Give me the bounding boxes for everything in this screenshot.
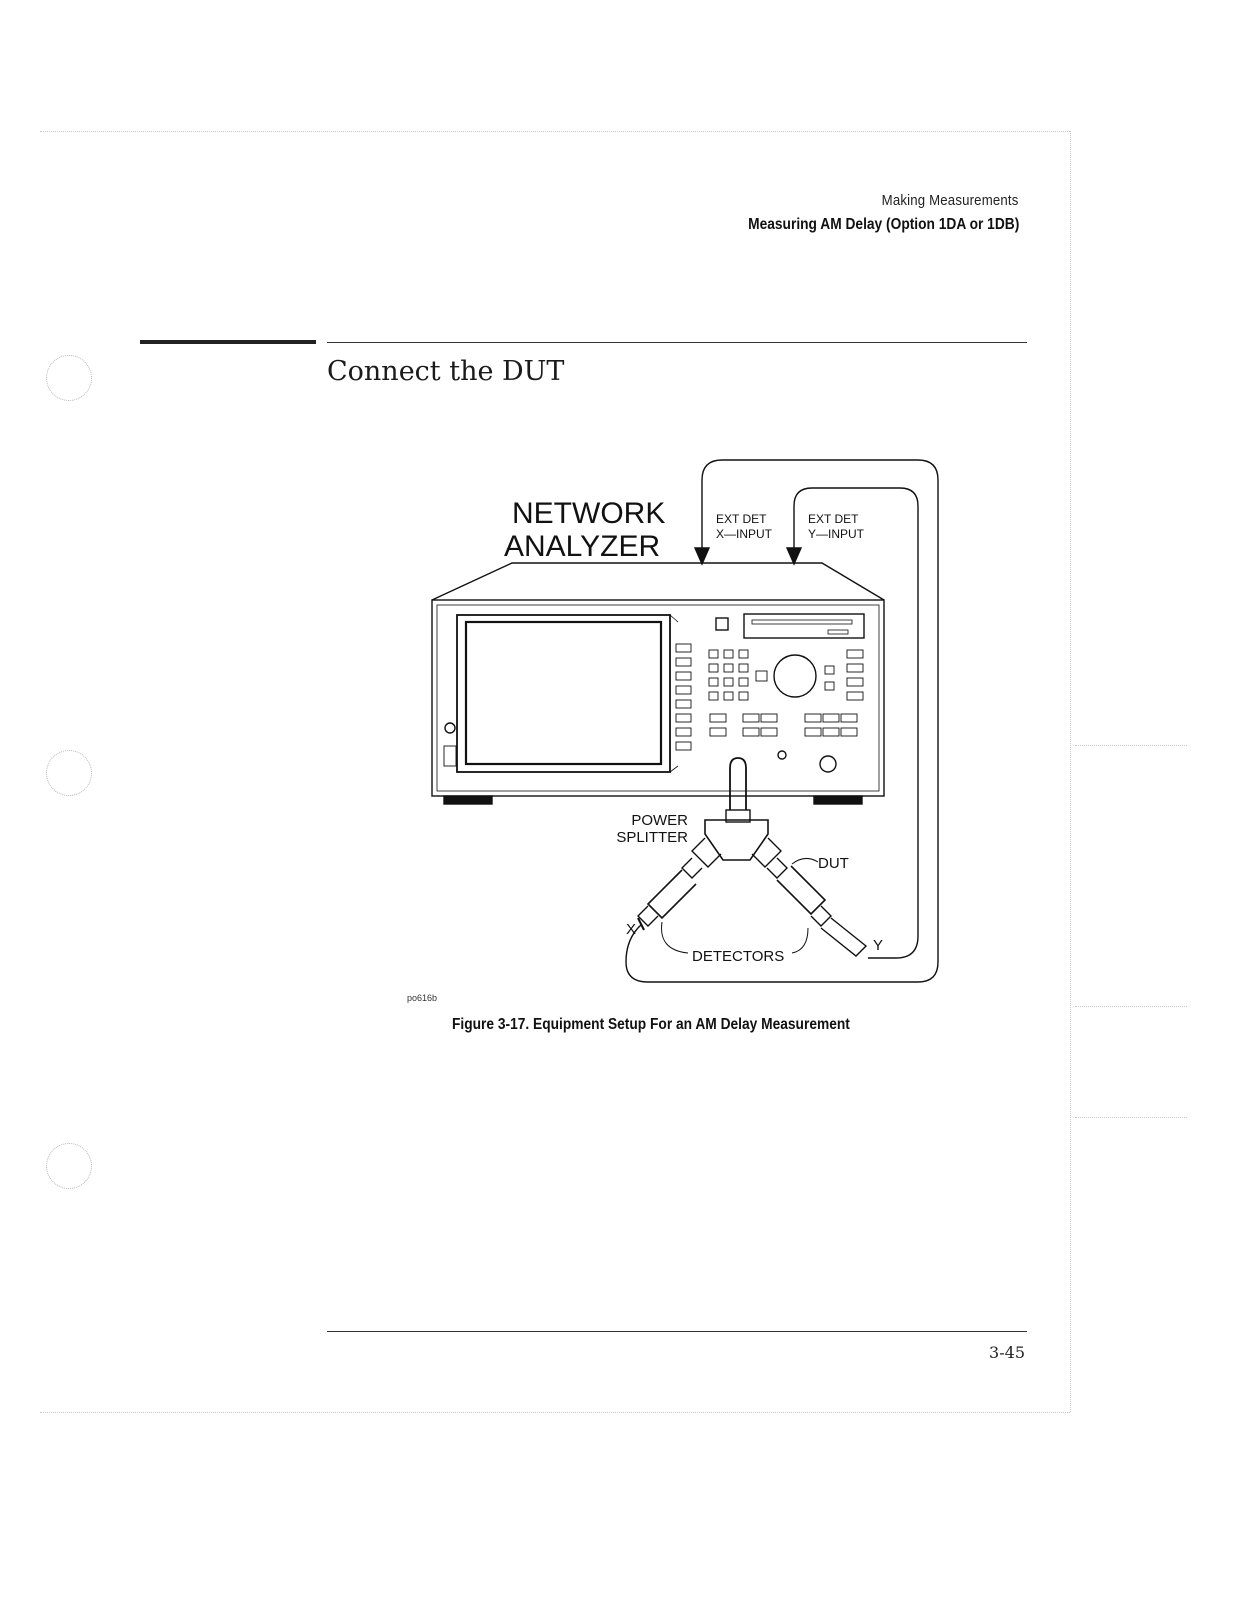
network-analyzer-label: NETWORK <box>512 497 665 530</box>
binder-hole <box>46 750 92 796</box>
heading-rule <box>327 342 1027 343</box>
binder-hole <box>46 355 92 401</box>
page-outline-bottom <box>40 1412 1070 1413</box>
page-number: 3-45 <box>989 1343 1025 1362</box>
port-connector <box>777 750 787 760</box>
right-key-groups <box>709 649 864 737</box>
detectors-pointer-right <box>791 927 809 954</box>
power-indicator <box>444 722 456 734</box>
footer-rule <box>327 1331 1027 1332</box>
softkey-column <box>675 643 692 751</box>
detectors-label: DETECTORS <box>692 948 784 965</box>
detectors-pointer-left <box>661 921 689 954</box>
scan-mark <box>1075 745 1187 746</box>
x-input-label: EXT DET <box>716 512 767 526</box>
network-analyzer-label: ANALYZER <box>504 530 660 563</box>
disk-slot <box>443 745 457 767</box>
power-splitter-label: POWER <box>631 812 688 829</box>
power-splitter-label: SPLITTER <box>616 829 688 846</box>
cable-x <box>625 459 939 983</box>
rf-output-cable <box>729 757 747 810</box>
analyzer-top-panel <box>431 562 885 601</box>
dut-label: DUT <box>818 855 849 872</box>
section-title: Connect the DUT <box>327 356 565 387</box>
running-header-section: Making Measurements <box>882 192 1019 209</box>
power-splitter <box>704 819 769 861</box>
arrow-y-input <box>785 547 803 566</box>
disk-drive <box>743 613 865 639</box>
line-button <box>715 617 729 631</box>
y-input-label: Y—INPUT <box>808 527 865 541</box>
analyzer-display <box>456 614 671 773</box>
analyzer-front-panel <box>431 599 885 797</box>
page-outline-top <box>40 131 1070 132</box>
port-connector <box>819 755 837 773</box>
dut-pointer <box>791 858 819 865</box>
cable-y <box>793 487 919 959</box>
equipment-setup-figure: NETWORK ANALYZER EXT DET X—INPUT EXT DET… <box>400 450 960 1010</box>
y-input-label: EXT DET <box>808 512 859 526</box>
page-outline-right <box>1070 131 1071 1412</box>
equipment-setup-diagram: NETWORK ANALYZER EXT DET X—INPUT EXT DET… <box>431 459 939 983</box>
figure-code: po616b <box>407 993 438 1003</box>
scan-mark <box>1075 1006 1187 1007</box>
heading-rule-thick <box>140 340 316 344</box>
scan-mark <box>1075 1117 1187 1118</box>
x-input-label: X—INPUT <box>716 527 773 541</box>
dut-and-detector-y <box>751 837 868 957</box>
detector-x <box>637 837 722 931</box>
rotary-knob <box>773 654 817 698</box>
analyzer-foot <box>443 795 493 805</box>
analyzer-foot <box>813 795 863 805</box>
x-label: X <box>626 921 636 938</box>
y-label: Y <box>873 937 883 954</box>
keypad <box>708 649 768 701</box>
running-header-topic: Measuring AM Delay (Option 1DA or 1DB) <box>747 216 1019 233</box>
figure-caption: Figure 3-17. Equipment Setup For an AM D… <box>452 1016 850 1033</box>
arrow-x-input <box>693 547 711 566</box>
binder-hole <box>46 1143 92 1189</box>
